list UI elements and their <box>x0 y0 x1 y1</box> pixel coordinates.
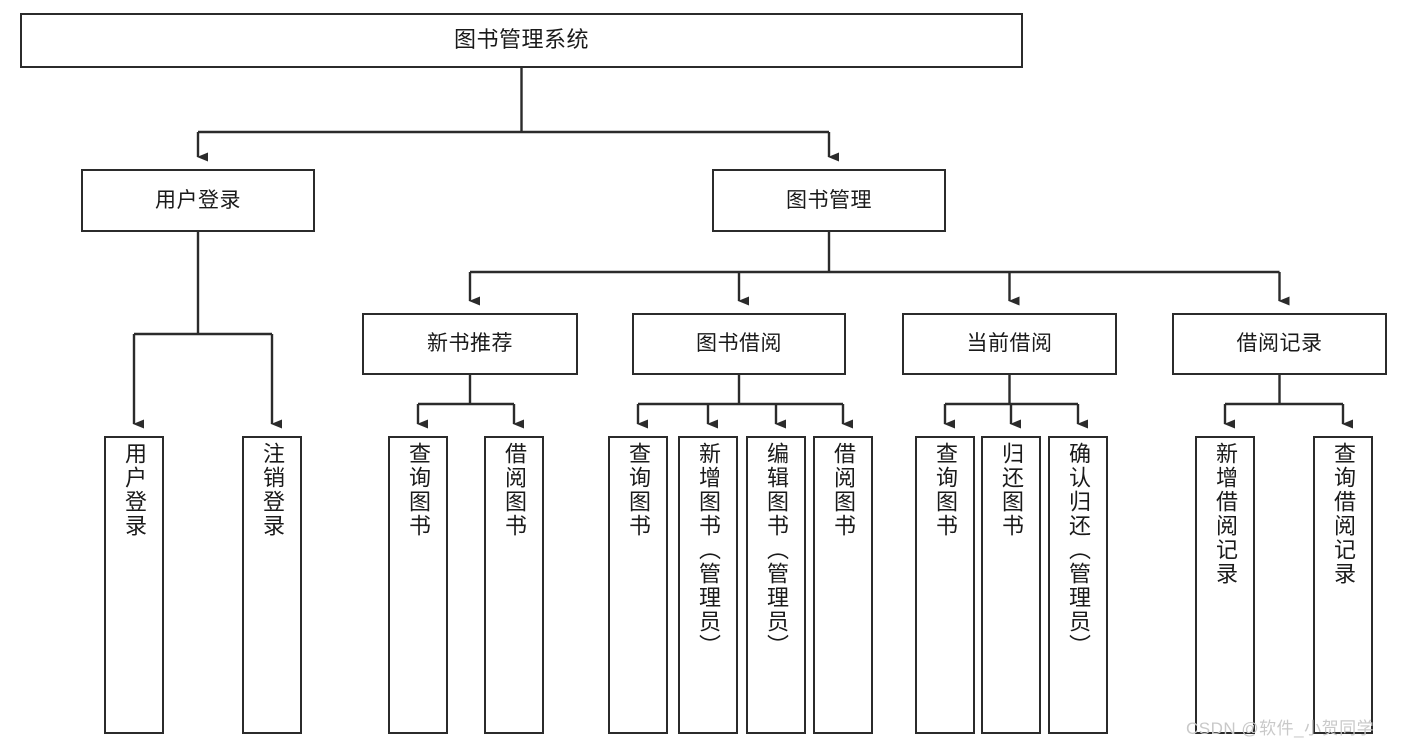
node-leaf5[interactable]: 查询图书 <box>608 436 668 734</box>
node-leaf10[interactable]: 归还图书 <box>981 436 1041 734</box>
node-label: 查询图书 <box>406 442 431 538</box>
node-leaf3[interactable]: 查询图书 <box>388 436 448 734</box>
node-leaf12[interactable]: 新增借阅记录 <box>1195 436 1255 734</box>
node-leaf9[interactable]: 查询图书 <box>915 436 975 734</box>
node-label: 借阅图书 <box>502 442 527 538</box>
node-leaf6[interactable]: 新增图书（管理员） <box>678 436 738 734</box>
node-label: 查询图书 <box>626 442 651 538</box>
node-label: 借阅记录 <box>1236 332 1323 356</box>
node-leaf11[interactable]: 确认归还（管理员） <box>1048 436 1108 734</box>
node-leaf13[interactable]: 查询借阅记录 <box>1313 436 1373 734</box>
node-leaf4[interactable]: 借阅图书 <box>484 436 544 734</box>
node-label: 新书推荐 <box>427 332 513 356</box>
node-l2c[interactable]: 当前借阅 <box>902 313 1117 375</box>
node-label: 查询借阅记录 <box>1331 442 1356 586</box>
node-label: 用户登录 <box>122 442 147 538</box>
node-label: 编辑图书（管理员） <box>764 442 789 658</box>
node-leaf7[interactable]: 编辑图书（管理员） <box>746 436 806 734</box>
node-l1b[interactable]: 图书管理 <box>712 169 946 232</box>
node-l1a[interactable]: 用户登录 <box>81 169 315 232</box>
node-l2b[interactable]: 图书借阅 <box>632 313 846 375</box>
csdn-watermark: CSDN @软件_小贺同学 <box>1186 719 1375 738</box>
node-label: 图书管理 <box>786 188 872 212</box>
node-label: 借阅图书 <box>831 442 856 538</box>
node-l2d[interactable]: 借阅记录 <box>1172 313 1387 375</box>
node-leaf8[interactable]: 借阅图书 <box>813 436 873 734</box>
node-label: 注销登录 <box>260 442 285 538</box>
node-label: 图书借阅 <box>696 332 782 356</box>
node-label: 归还图书 <box>999 442 1024 538</box>
node-label: 当前借阅 <box>966 332 1053 356</box>
node-label: 新增图书（管理员） <box>696 442 721 658</box>
node-l2a[interactable]: 新书推荐 <box>362 313 578 375</box>
node-leaf2[interactable]: 注销登录 <box>242 436 302 734</box>
node-label: 用户登录 <box>155 188 241 212</box>
node-label: 确认归还（管理员） <box>1066 442 1091 658</box>
node-label: 图书管理系统 <box>453 27 589 53</box>
node-label: 新增借阅记录 <box>1213 442 1238 586</box>
node-label: 查询图书 <box>933 442 958 538</box>
node-root[interactable]: 图书管理系统 <box>20 13 1023 68</box>
node-leaf1[interactable]: 用户登录 <box>104 436 164 734</box>
